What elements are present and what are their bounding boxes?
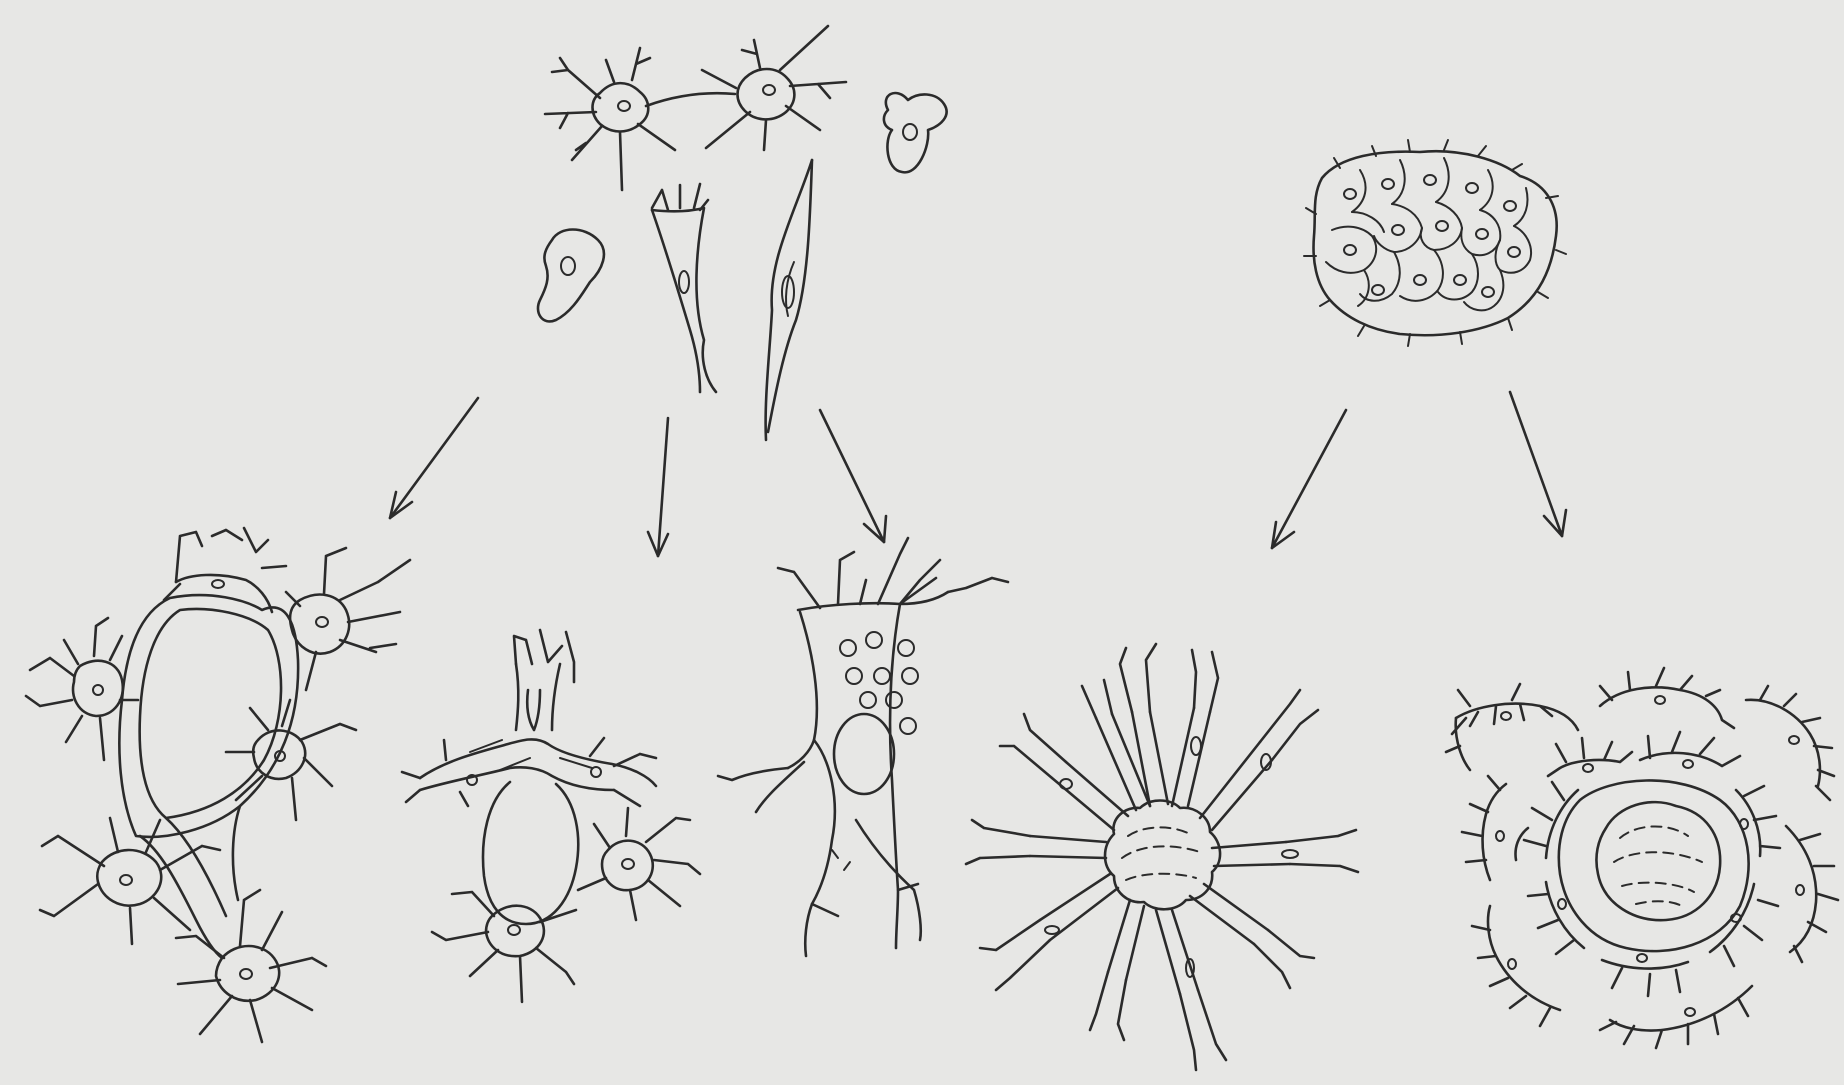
diagram-canvas <box>0 0 1844 1085</box>
cell-morphology-diagram <box>0 0 1844 1085</box>
